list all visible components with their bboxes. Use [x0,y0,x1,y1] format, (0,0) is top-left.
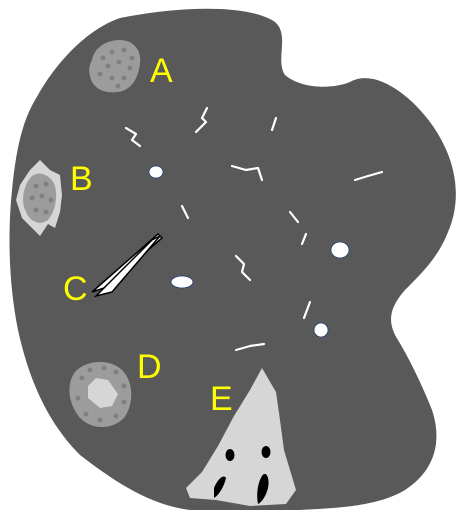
vessel-oval [314,323,328,337]
label-d: D [137,348,162,386]
label-c: C [63,270,88,308]
label-e: E [210,380,233,418]
label-a: A [150,52,173,90]
vessel-oval [331,242,349,258]
label-b: B [70,160,93,198]
lesion-e-dot-left [226,449,235,461]
vessel-oval [149,166,163,178]
vessel-oval [171,276,193,288]
lesion-e-dot-right [262,446,271,458]
